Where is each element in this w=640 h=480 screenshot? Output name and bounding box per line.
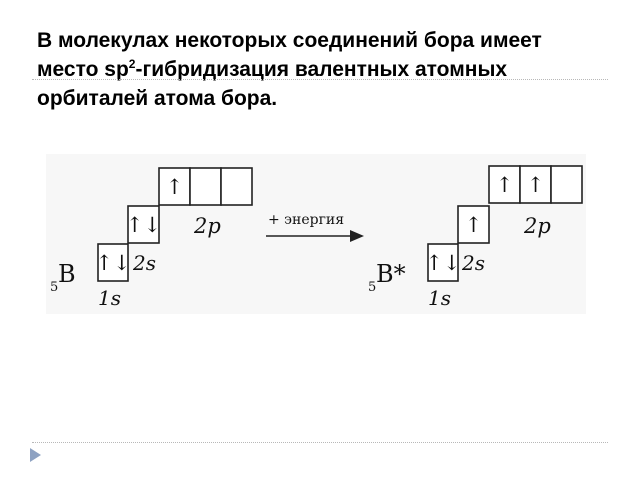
right-1s-cell	[427, 243, 459, 282]
left-orbital-diagram	[97, 167, 253, 282]
right-atomic-number: 5	[368, 280, 376, 295]
right-2p-cell-1	[488, 165, 521, 204]
right-1s-label: 1s	[428, 286, 451, 310]
left-2p-cell-2	[189, 167, 222, 206]
right-2p-electron-2: ↑	[527, 173, 545, 197]
right-2p-cell-2	[519, 165, 552, 204]
right-2p-electron-1: ↑	[496, 173, 514, 197]
right-2s-cell	[457, 205, 490, 244]
slide-title: В молекулах некоторых соединений бора им…	[37, 26, 597, 113]
title-text-2: -гибридизация валентных атомных орбитале…	[37, 58, 508, 110]
left-element-symbol: B	[58, 260, 76, 288]
bullet-triangle-icon	[30, 448, 41, 462]
right-element-symbol: B*	[376, 260, 406, 288]
bottom-divider	[32, 442, 608, 443]
left-1s-cell	[97, 243, 129, 282]
arrow-head-icon	[350, 230, 364, 242]
left-1s-electrons: ↑↓	[95, 251, 130, 275]
top-divider	[32, 79, 608, 80]
left-2s-label: 2s	[132, 251, 156, 275]
left-atomic-number: 5	[50, 280, 58, 295]
left-2s-cell	[127, 205, 160, 244]
left-1s-label: 1s	[98, 286, 121, 310]
title-superscript: 2	[128, 57, 136, 71]
left-2p-cell-3	[220, 167, 253, 206]
title-text-1: В молекулах некоторых соединений бора им…	[37, 29, 542, 81]
right-orbital-diagram	[427, 165, 583, 282]
right-2s-label: 2s	[461, 251, 485, 275]
energy-arrow	[266, 230, 364, 242]
right-2s-electrons: ↑	[465, 213, 483, 237]
right-2p-label: 2p	[523, 214, 551, 238]
left-2p-label: 2p	[193, 214, 221, 238]
left-2s-electrons: ↑↓	[126, 213, 161, 237]
arrow-label: + энергия	[268, 212, 344, 228]
right-2p-cell-3	[550, 165, 583, 204]
left-2p-electron-1: ↑	[166, 175, 184, 199]
right-1s-electrons: ↑↓	[425, 251, 460, 275]
